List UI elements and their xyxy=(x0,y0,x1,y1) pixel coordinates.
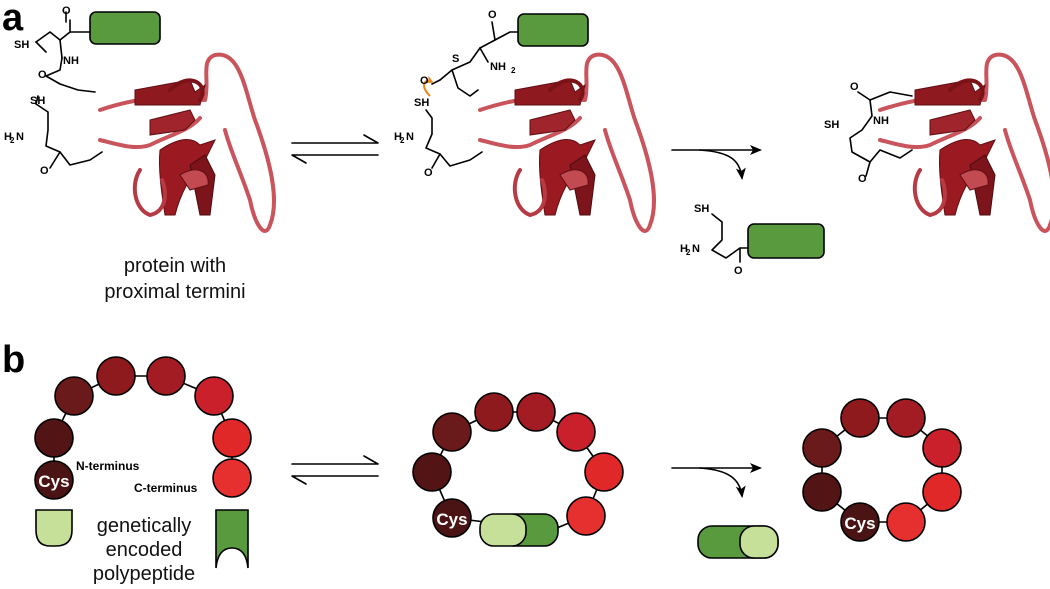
intein-n-half xyxy=(739,525,779,559)
residue-circle xyxy=(412,452,452,492)
irreversible-arrow-a xyxy=(671,145,762,180)
svg-text:2: 2 xyxy=(511,66,516,75)
equilibrium-arrow-b xyxy=(291,455,379,485)
svg-text:O: O xyxy=(850,81,859,93)
protein-structure-1: SH O NH O SH H 2 N O xyxy=(4,5,277,233)
intein-n-half xyxy=(479,513,527,547)
svg-text:O: O xyxy=(420,75,429,87)
cys-label: Cys xyxy=(38,472,69,491)
ring-intermediate: Cys xyxy=(412,392,624,547)
residue-circle xyxy=(194,376,234,416)
equilibrium-arrow-a xyxy=(291,134,379,164)
panel-b-label: b xyxy=(2,339,25,381)
svg-text:SH: SH xyxy=(30,95,45,107)
svg-text:S: S xyxy=(452,53,459,65)
caption-poly-line3: polypeptide xyxy=(93,563,195,585)
svg-text:NH: NH xyxy=(873,115,889,127)
cyclic-product: Cys xyxy=(802,398,962,542)
svg-text:O: O xyxy=(62,5,71,17)
c-terminus-label: C-terminus xyxy=(134,481,198,495)
intein-n-half xyxy=(35,509,73,547)
svg-text:N: N xyxy=(692,243,700,255)
caption-protein-line1: protein with xyxy=(124,255,226,277)
residue-circle xyxy=(212,458,252,498)
residue-circle xyxy=(212,418,252,458)
svg-text:O: O xyxy=(38,69,47,81)
caption-poly-line1: genetically xyxy=(97,515,192,537)
svg-text:2: 2 xyxy=(10,136,15,145)
caption-poly-line2: encoded xyxy=(106,539,183,561)
residue-circle xyxy=(886,502,926,542)
svg-text:H: H xyxy=(680,243,688,255)
svg-text:SH: SH xyxy=(824,119,839,131)
svg-text:N: N xyxy=(406,131,414,143)
svg-text:NH: NH xyxy=(490,61,506,73)
svg-text:H: H xyxy=(394,131,402,143)
n-terminus-label: N-terminus xyxy=(76,459,140,473)
svg-text:O: O xyxy=(40,165,49,177)
svg-text:N: N xyxy=(16,131,24,143)
cys-residue xyxy=(840,502,880,542)
protein-structure-3: O NH SH O xyxy=(824,52,1050,233)
panel-a-label: a xyxy=(2,0,24,39)
released-fragment-a: SH H 2 N O xyxy=(680,203,825,277)
irreversible-arrow-b xyxy=(671,463,762,498)
residue-circle xyxy=(516,392,556,432)
residue-circle xyxy=(34,418,74,458)
svg-text:NH: NH xyxy=(63,55,79,67)
svg-text:2: 2 xyxy=(400,136,405,145)
intein-box-a2 xyxy=(517,13,589,47)
residue-circle xyxy=(54,376,94,416)
residue-circle xyxy=(474,392,514,432)
svg-text:O: O xyxy=(734,265,743,277)
svg-text:O: O xyxy=(424,167,433,179)
svg-text:O: O xyxy=(858,173,867,185)
svg-text:2: 2 xyxy=(686,248,691,257)
svg-text:O: O xyxy=(488,9,497,21)
residue-circle xyxy=(96,356,136,396)
residue-circle xyxy=(566,496,606,536)
intein-c-half xyxy=(215,509,249,569)
residue-circle xyxy=(556,412,596,452)
linear-polypeptide: Cys N-terminus C-terminus xyxy=(34,356,252,569)
cys-residue xyxy=(432,498,472,538)
protein-structure-2: O S O NH 2 SH H 2 N O xyxy=(394,9,657,233)
svg-text:SH: SH xyxy=(694,203,709,215)
residue-circle xyxy=(922,472,962,512)
residue-circle xyxy=(584,452,624,492)
intein-box-a1 xyxy=(89,11,161,45)
svg-text:SH: SH xyxy=(14,39,29,51)
cys-label: Cys xyxy=(844,514,875,533)
intein-box-a3 xyxy=(747,223,825,259)
caption-protein-line2: proximal termini xyxy=(104,281,245,303)
residue-circle xyxy=(146,356,186,396)
residue-circle xyxy=(432,412,472,452)
residue-circle xyxy=(886,398,926,438)
residue-circle xyxy=(922,428,962,468)
svg-text:H: H xyxy=(4,131,12,143)
residue-circle xyxy=(802,428,842,468)
released-intein xyxy=(697,525,779,559)
cys-label: Cys xyxy=(436,510,467,529)
svg-text:SH: SH xyxy=(414,97,429,109)
cys-residue xyxy=(34,460,74,500)
residue-circle xyxy=(802,472,842,512)
residue-circle xyxy=(840,398,880,438)
